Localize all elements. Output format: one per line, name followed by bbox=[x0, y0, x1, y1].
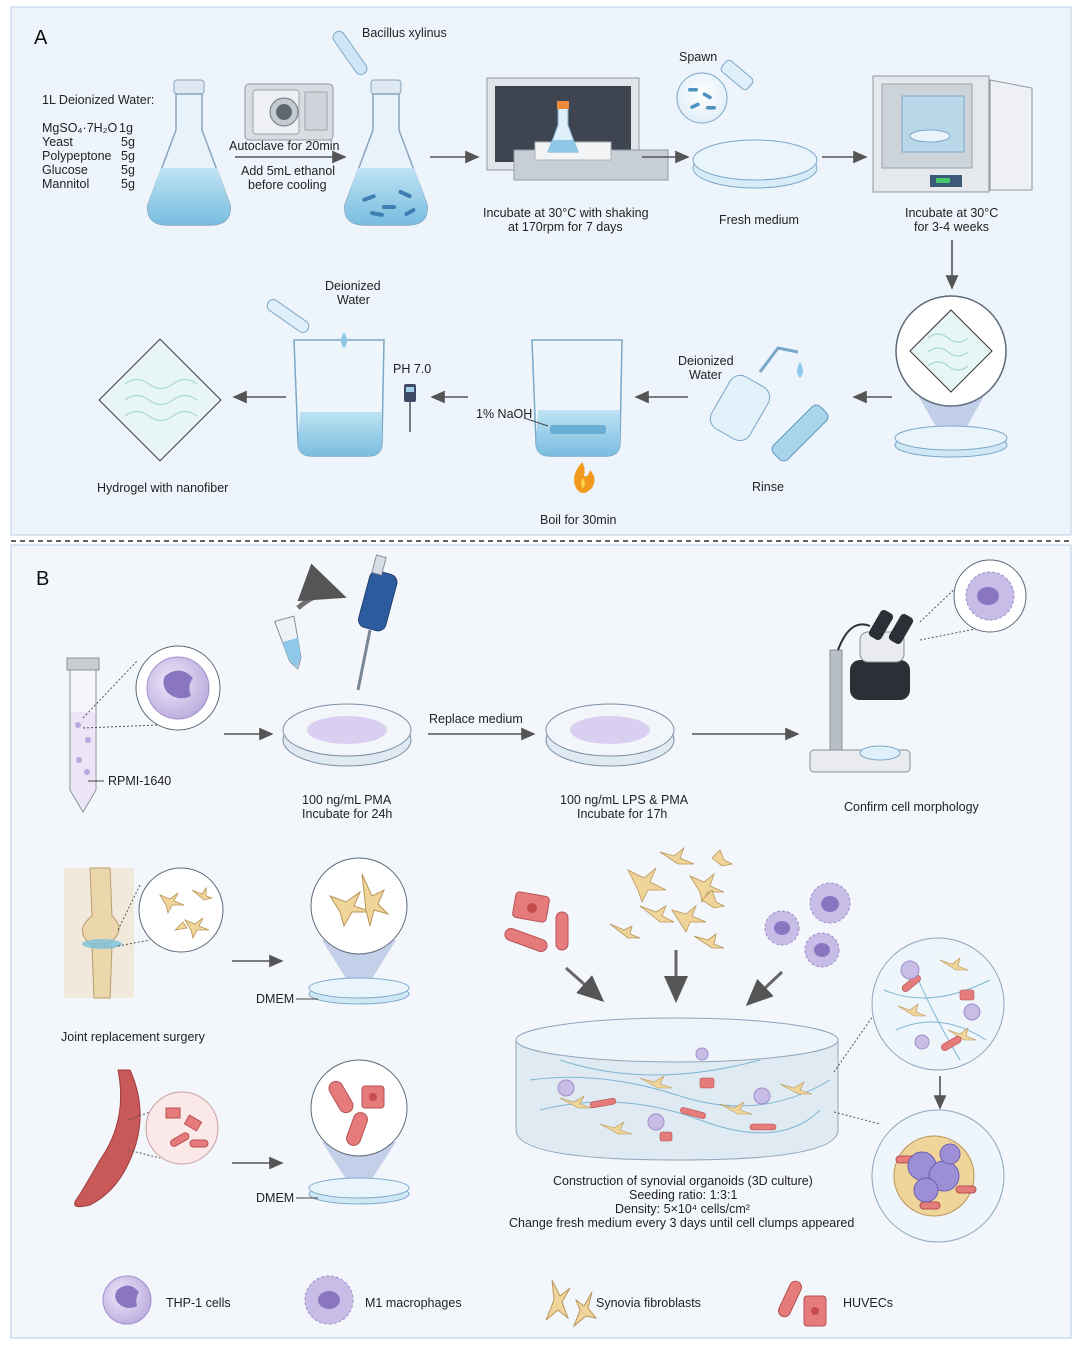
microscope-icon bbox=[809, 609, 914, 773]
rinse-water-label: Water bbox=[689, 368, 722, 382]
legend-fibro: Synovia fibroblasts bbox=[596, 1296, 701, 1310]
recipe-name: Mannitol bbox=[42, 177, 89, 191]
fibroblast-icon bbox=[545, 1279, 598, 1328]
pma-text: Incubate for 24h bbox=[302, 807, 392, 821]
dmem-label: DMEM bbox=[256, 992, 294, 1006]
fibroblast-dish-zoom-icon bbox=[308, 857, 410, 1005]
recipe-name: Polypeptone bbox=[42, 149, 112, 163]
huvec-dish-zoom-icon bbox=[308, 1059, 410, 1205]
ph-meter-icon bbox=[404, 384, 416, 432]
conical-tube-icon bbox=[66, 657, 100, 813]
recipe-name: MgSO₄·7H₂O bbox=[42, 121, 118, 135]
rinse-water-label: Deionized bbox=[678, 354, 734, 368]
arrow bbox=[745, 970, 784, 1007]
lps-text: Incubate for 17h bbox=[577, 807, 667, 821]
water-title: 1L Deionized Water: bbox=[42, 93, 154, 107]
boiling-beaker-icon bbox=[531, 339, 623, 493]
legend: THP-1 cells M1 macrophages Synovia fibro… bbox=[102, 1275, 893, 1328]
m1-macrophage-icon bbox=[304, 1275, 354, 1325]
autoclave-text: Autoclave for 20min bbox=[229, 139, 340, 153]
naoh-label: 1% NaOH bbox=[476, 407, 532, 421]
petri-dish-thp1-icon bbox=[282, 703, 412, 767]
knee-joint-icon bbox=[64, 867, 134, 999]
bacillus-tube-icon bbox=[332, 30, 368, 76]
arrow bbox=[565, 966, 605, 1002]
incubator-icon bbox=[872, 75, 1033, 193]
recipe-amount: 5g bbox=[121, 163, 135, 177]
panel-a-label: A bbox=[34, 27, 48, 49]
recipe-name: Yeast bbox=[42, 135, 73, 149]
huvec-icon bbox=[778, 1280, 827, 1327]
rpmi-label: RPMI-1640 bbox=[108, 774, 171, 788]
umbilical-vein-icon bbox=[74, 1069, 141, 1208]
autoclave-text: before cooling bbox=[248, 178, 327, 192]
boil-label: Boil for 30min bbox=[540, 513, 616, 527]
autoclave-text: Add 5mL ethanol bbox=[241, 164, 335, 178]
cell-clump-zoom-icon bbox=[871, 1109, 1005, 1243]
shake-text: Incubate at 30°C with shaking bbox=[483, 206, 649, 220]
hydrogel-icon bbox=[98, 338, 222, 462]
fresh-medium-label: Fresh medium bbox=[719, 213, 799, 227]
eppendorf-tube-icon bbox=[273, 563, 347, 670]
shake-text: at 170rpm for 7 days bbox=[508, 220, 623, 234]
fibroblast-zoom-icon bbox=[117, 867, 224, 953]
thp1-cell-zoom-icon bbox=[82, 645, 221, 731]
neutralize-beaker-icon bbox=[266, 299, 385, 457]
recipe-amount: 1g bbox=[119, 121, 133, 135]
erlenmeyer-flask-icon bbox=[147, 79, 231, 226]
wash-bottle-icon bbox=[709, 346, 803, 442]
recipe-amount: 5g bbox=[121, 135, 135, 149]
legend-huvec: HUVECs bbox=[843, 1296, 893, 1310]
recipe-list: MgSO₄·7H₂O 1g Yeast 5g Polypeptone 5g Gl… bbox=[42, 121, 135, 191]
confirm-label: Confirm cell morphology bbox=[844, 800, 980, 814]
fibroblast-cells-cluster-icon bbox=[609, 846, 734, 949]
dmem-label: DMEM bbox=[256, 1191, 294, 1205]
lps-text: 100 ng/mL LPS & PMA bbox=[560, 793, 689, 807]
final-water-label: Deionized bbox=[325, 279, 381, 293]
incubate-text: for 3-4 weeks bbox=[914, 220, 989, 234]
m1-macrophage-cluster-icon bbox=[764, 882, 851, 968]
incubate-text: Incubate at 30°C bbox=[905, 206, 998, 220]
construct-text: Change fresh medium every 3 days until c… bbox=[509, 1216, 854, 1230]
huvec-cells-cluster-icon bbox=[504, 891, 569, 952]
organoid-network-zoom-icon bbox=[871, 937, 1005, 1071]
panel-b-label: B bbox=[36, 568, 49, 590]
petri-dish-icon bbox=[692, 139, 818, 189]
recipe-amount: 5g bbox=[121, 177, 135, 191]
recipe-name: Glucose bbox=[42, 163, 88, 177]
huvec-zoom-icon bbox=[127, 1091, 219, 1165]
m1-cell-zoom-icon bbox=[919, 559, 1027, 641]
naoh-leader-line bbox=[523, 417, 549, 427]
final-water-label: Water bbox=[337, 293, 370, 307]
bacillus-label: Bacillus xylinus bbox=[362, 26, 447, 40]
ph-label: PH 7.0 bbox=[393, 362, 431, 376]
construct-text: Construction of synovial organoids (3D c… bbox=[553, 1174, 813, 1188]
legend-m1: M1 macrophages bbox=[365, 1296, 462, 1310]
organoid-culture-vessel-icon bbox=[515, 1017, 839, 1161]
spawn-bubble-icon bbox=[676, 59, 754, 124]
thp1-cell-icon bbox=[102, 1275, 152, 1325]
hydrogel-label: Hydrogel with nanofiber bbox=[97, 481, 228, 495]
spawn-label: Spawn bbox=[679, 50, 717, 64]
construct-text: Seeding ratio: 1:3:1 bbox=[629, 1188, 737, 1202]
pipette-icon bbox=[356, 554, 398, 691]
shaking-incubator-icon bbox=[486, 77, 669, 181]
pma-text: 100 ng/mL PMA bbox=[302, 793, 392, 807]
membrane-strip-icon bbox=[771, 404, 829, 462]
bacteria-flask-icon bbox=[344, 79, 428, 226]
legend-thp1: THP-1 cells bbox=[166, 1296, 231, 1310]
replace-label: Replace medium bbox=[429, 712, 523, 726]
joint-label: Joint replacement surgery bbox=[61, 1030, 206, 1044]
rinse-label: Rinse bbox=[752, 480, 784, 494]
recipe-amount: 5g bbox=[121, 149, 135, 163]
petri-dish-lps-icon bbox=[545, 703, 675, 767]
autoclave-icon bbox=[244, 83, 334, 141]
cellulose-membrane-zoom-icon bbox=[894, 295, 1008, 458]
construct-text: Density: 5×10⁴ cells/cm² bbox=[615, 1202, 750, 1216]
